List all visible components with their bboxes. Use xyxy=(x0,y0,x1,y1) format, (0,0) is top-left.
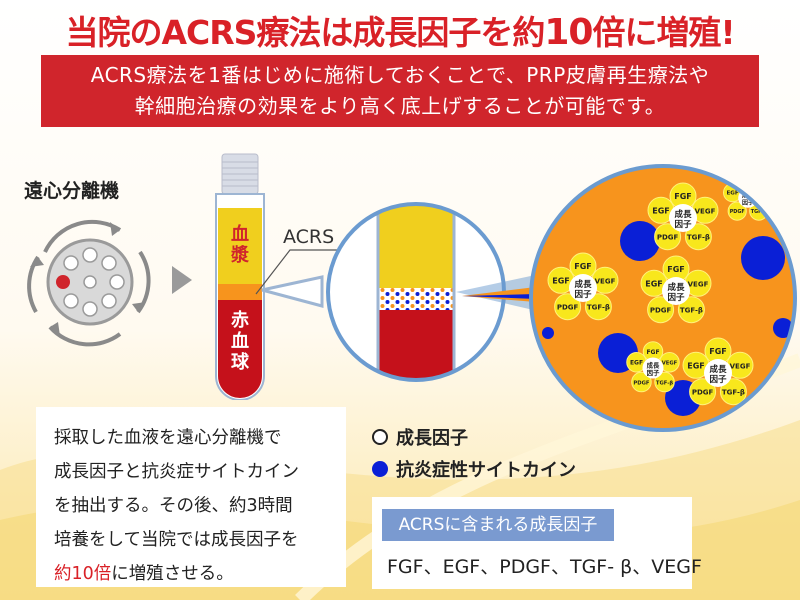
cluster-center-label: 因子 xyxy=(647,368,660,377)
cluster-center-label: 因子 xyxy=(574,290,592,300)
growth-factor-label: VEGF xyxy=(695,207,716,215)
cluster-center-label: 成長 xyxy=(574,279,592,290)
description-line: 採取した血液を遠心分離機で xyxy=(54,428,282,448)
description-line: 成長因子と抗炎症サイトカイン xyxy=(54,462,299,482)
growth-factor-label: PDGF xyxy=(657,234,679,242)
banner-line-1: ACRS療法を1番はじめに施術しておくことで、PRP皮膚再生療法や xyxy=(90,63,710,87)
cytokine-blob xyxy=(773,318,793,338)
cluster-center-label: 因子 xyxy=(674,220,692,230)
cluster-center-label: 因子 xyxy=(667,293,685,303)
growth-factor-label: VEGF xyxy=(662,360,678,366)
intro-banner: ACRS療法を1番はじめに施術しておくことで、PRP皮膚再生療法や 幹細胞治療の… xyxy=(41,55,759,127)
growth-factor-label: FGF xyxy=(574,262,592,271)
white-dot-icon xyxy=(372,429,388,445)
growth-factor-label: FGF xyxy=(709,347,727,356)
growth-factor-label: TGF-β xyxy=(656,380,673,386)
acrs-label: ACRS xyxy=(283,226,335,248)
legend-growth-factor: 成長因子 xyxy=(372,424,468,450)
growth-factor-label: TGF-β xyxy=(722,389,745,397)
growth-factor-label: EGF xyxy=(630,359,643,366)
growth-factor-label: EGF xyxy=(645,279,663,288)
legend-cytokine: 抗炎症性サイトカイン xyxy=(372,456,576,482)
growth-factor-label: TGF-β xyxy=(751,209,768,215)
growth-factor-label: PDGF xyxy=(633,380,650,386)
growth-factors-box: ACRSに含まれる成長因子 FGF、EGF、PDGF、TGF- β、VEGF xyxy=(372,497,702,589)
growth-factor-label: TGF-β xyxy=(687,234,710,242)
test-tube xyxy=(215,153,265,400)
growth-factor-label: EGF xyxy=(726,191,738,197)
banner-line-2: 幹細胞治療の効果をより高く底上げすることが可能です。 xyxy=(134,94,666,118)
cytokine-blob xyxy=(741,236,785,280)
growth-factor-cluster: FGF EGF VEGF PDGF TGF-β 成長因子 xyxy=(682,337,754,406)
growth-factor-label: PDGF xyxy=(730,209,745,215)
growth-factor-label: EGF xyxy=(687,361,705,370)
blue-dot-icon xyxy=(372,461,388,477)
centrifuge-icon xyxy=(27,219,151,347)
growth-factor-label: FGF xyxy=(742,181,754,187)
growth-factor-label: FGF xyxy=(646,349,659,356)
growth-factor-label: EGF xyxy=(552,276,570,285)
growth-factor-label: VEGF xyxy=(756,191,770,197)
growth-factor-label: VEGF xyxy=(595,277,616,285)
growth-factors-list: FGF、EGF、PDGF、TGF- β、VEGF xyxy=(387,556,702,578)
plasma-label: 血漿 xyxy=(231,224,249,266)
growth-factor-label: PDGF xyxy=(650,307,672,315)
growth-factor-cluster: FGF EGF VEGF PDGF TGF-β 成長因子 xyxy=(547,252,619,321)
cluster-center-label: 成長 xyxy=(667,282,685,293)
growth-factor-label: PDGF xyxy=(557,304,579,312)
growth-factor-label: VEGF xyxy=(730,362,751,370)
cluster-center-label: 成長 xyxy=(674,209,692,220)
cytokine-blob xyxy=(620,221,660,261)
growth-factor-cluster: FGF EGF VEGF PDGF TGF-β 成長因子 xyxy=(647,182,719,251)
description-line: を抽出する。その後、約3時間 xyxy=(54,496,293,516)
red-blood-cells-label: 赤血球 xyxy=(231,310,249,373)
growth-factor-label: EGF xyxy=(652,206,670,215)
growth-factor-label: TGF-β xyxy=(680,307,703,315)
centrifuge-label: 遠心分離機 xyxy=(24,180,120,202)
growth-factor-label: FGF xyxy=(674,192,692,201)
cytokine-blob xyxy=(542,327,554,339)
description-line: 約10倍に増殖させる。 xyxy=(54,564,234,584)
cluster-center-label: 因子 xyxy=(742,198,754,206)
growth-factor-label: TGF-β xyxy=(587,304,610,312)
growth-factor-label: FGF xyxy=(667,265,685,274)
arrow-right-icon xyxy=(172,266,192,294)
description-box: 採取した血液を遠心分離機で 成長因子と抗炎症サイトカイン を抽出する。その後、約… xyxy=(36,407,346,587)
emphasis-text: 約10倍 xyxy=(54,564,112,584)
cluster-center-label: 因子 xyxy=(709,375,727,385)
cluster-center-label: 成長 xyxy=(647,360,660,369)
page-title: 当院のACRS療法は成長因子を約10倍に増殖! xyxy=(65,12,735,53)
growth-factor-label: VEGF xyxy=(688,280,709,288)
description-line: 培養をして当院では成長因子を xyxy=(54,530,299,550)
growth-factor-cluster: FGF EGF VEGF PDGF TGF-β 成長因子 xyxy=(640,255,712,324)
growth-factors-title: ACRSに含まれる成長因子 xyxy=(382,509,614,541)
cluster-center-label: 成長 xyxy=(709,364,727,375)
growth-factor-label: PDGF xyxy=(692,389,714,397)
